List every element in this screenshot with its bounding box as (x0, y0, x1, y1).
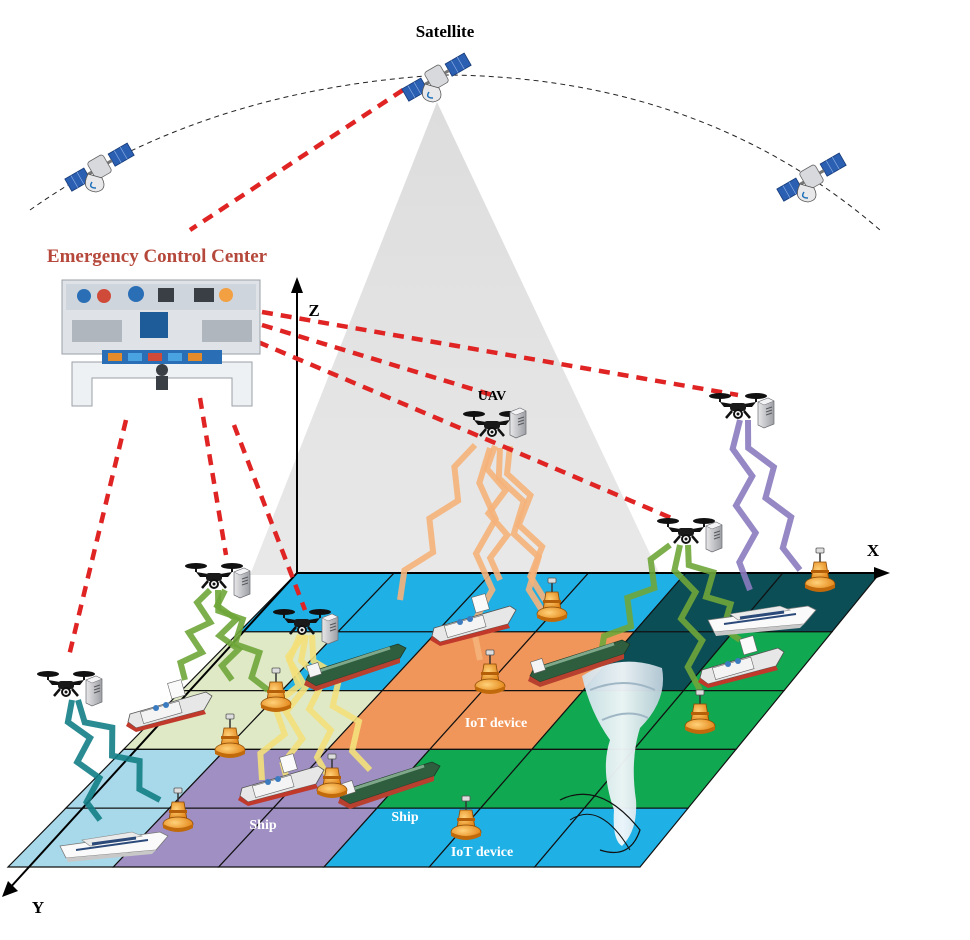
wireless-beam (397, 442, 478, 601)
control-link (65, 419, 129, 661)
ship-label: Ship (249, 818, 276, 833)
grid-cell (533, 807, 690, 868)
control-link (188, 88, 405, 232)
wireless-beam (483, 444, 512, 582)
edge-server-icon (233, 567, 251, 599)
control-links (65, 88, 739, 661)
control-center-icon (61, 279, 261, 407)
edge-server-icon (85, 675, 103, 707)
coordinate-axes (2, 277, 890, 897)
tornado (559, 661, 664, 854)
iot-buoy-icon (804, 547, 836, 593)
edge-server-icon (509, 407, 527, 439)
satellite-orbit (29, 74, 881, 231)
wireless-beam (597, 542, 672, 661)
wireless-beam (745, 419, 803, 572)
iot-device-label: IoT device (451, 845, 513, 860)
control-link (197, 397, 229, 556)
wireless-beam (297, 634, 335, 782)
wireless-beam (309, 634, 373, 773)
edge-server-icon (321, 613, 339, 645)
iot-device-label: IoT device (465, 716, 527, 731)
y-axis-label: Y (32, 898, 44, 917)
wireless-beam (213, 588, 244, 682)
uav-label: UAV (478, 389, 507, 404)
control-link (261, 309, 739, 398)
wireless-beam (75, 699, 162, 803)
wireless-beam (503, 445, 548, 602)
wireless-beam (176, 587, 215, 681)
control-link (231, 424, 308, 611)
satellite-label: Satellite (416, 22, 475, 41)
wireless-beam (64, 699, 104, 822)
x-axis-label: X (867, 541, 880, 560)
satellite-icon (62, 139, 137, 195)
ship-label: Ship (391, 810, 418, 825)
edge-server-icon (705, 521, 723, 553)
control-center-label: Emergency Control Center (47, 246, 268, 267)
wireless-beam (729, 419, 760, 592)
z-axis-label: Z (308, 301, 319, 320)
edge-server-icon (757, 397, 775, 429)
wireless-beam (671, 544, 706, 692)
control-link (261, 322, 493, 398)
satellite-coverage-cone (250, 102, 660, 575)
